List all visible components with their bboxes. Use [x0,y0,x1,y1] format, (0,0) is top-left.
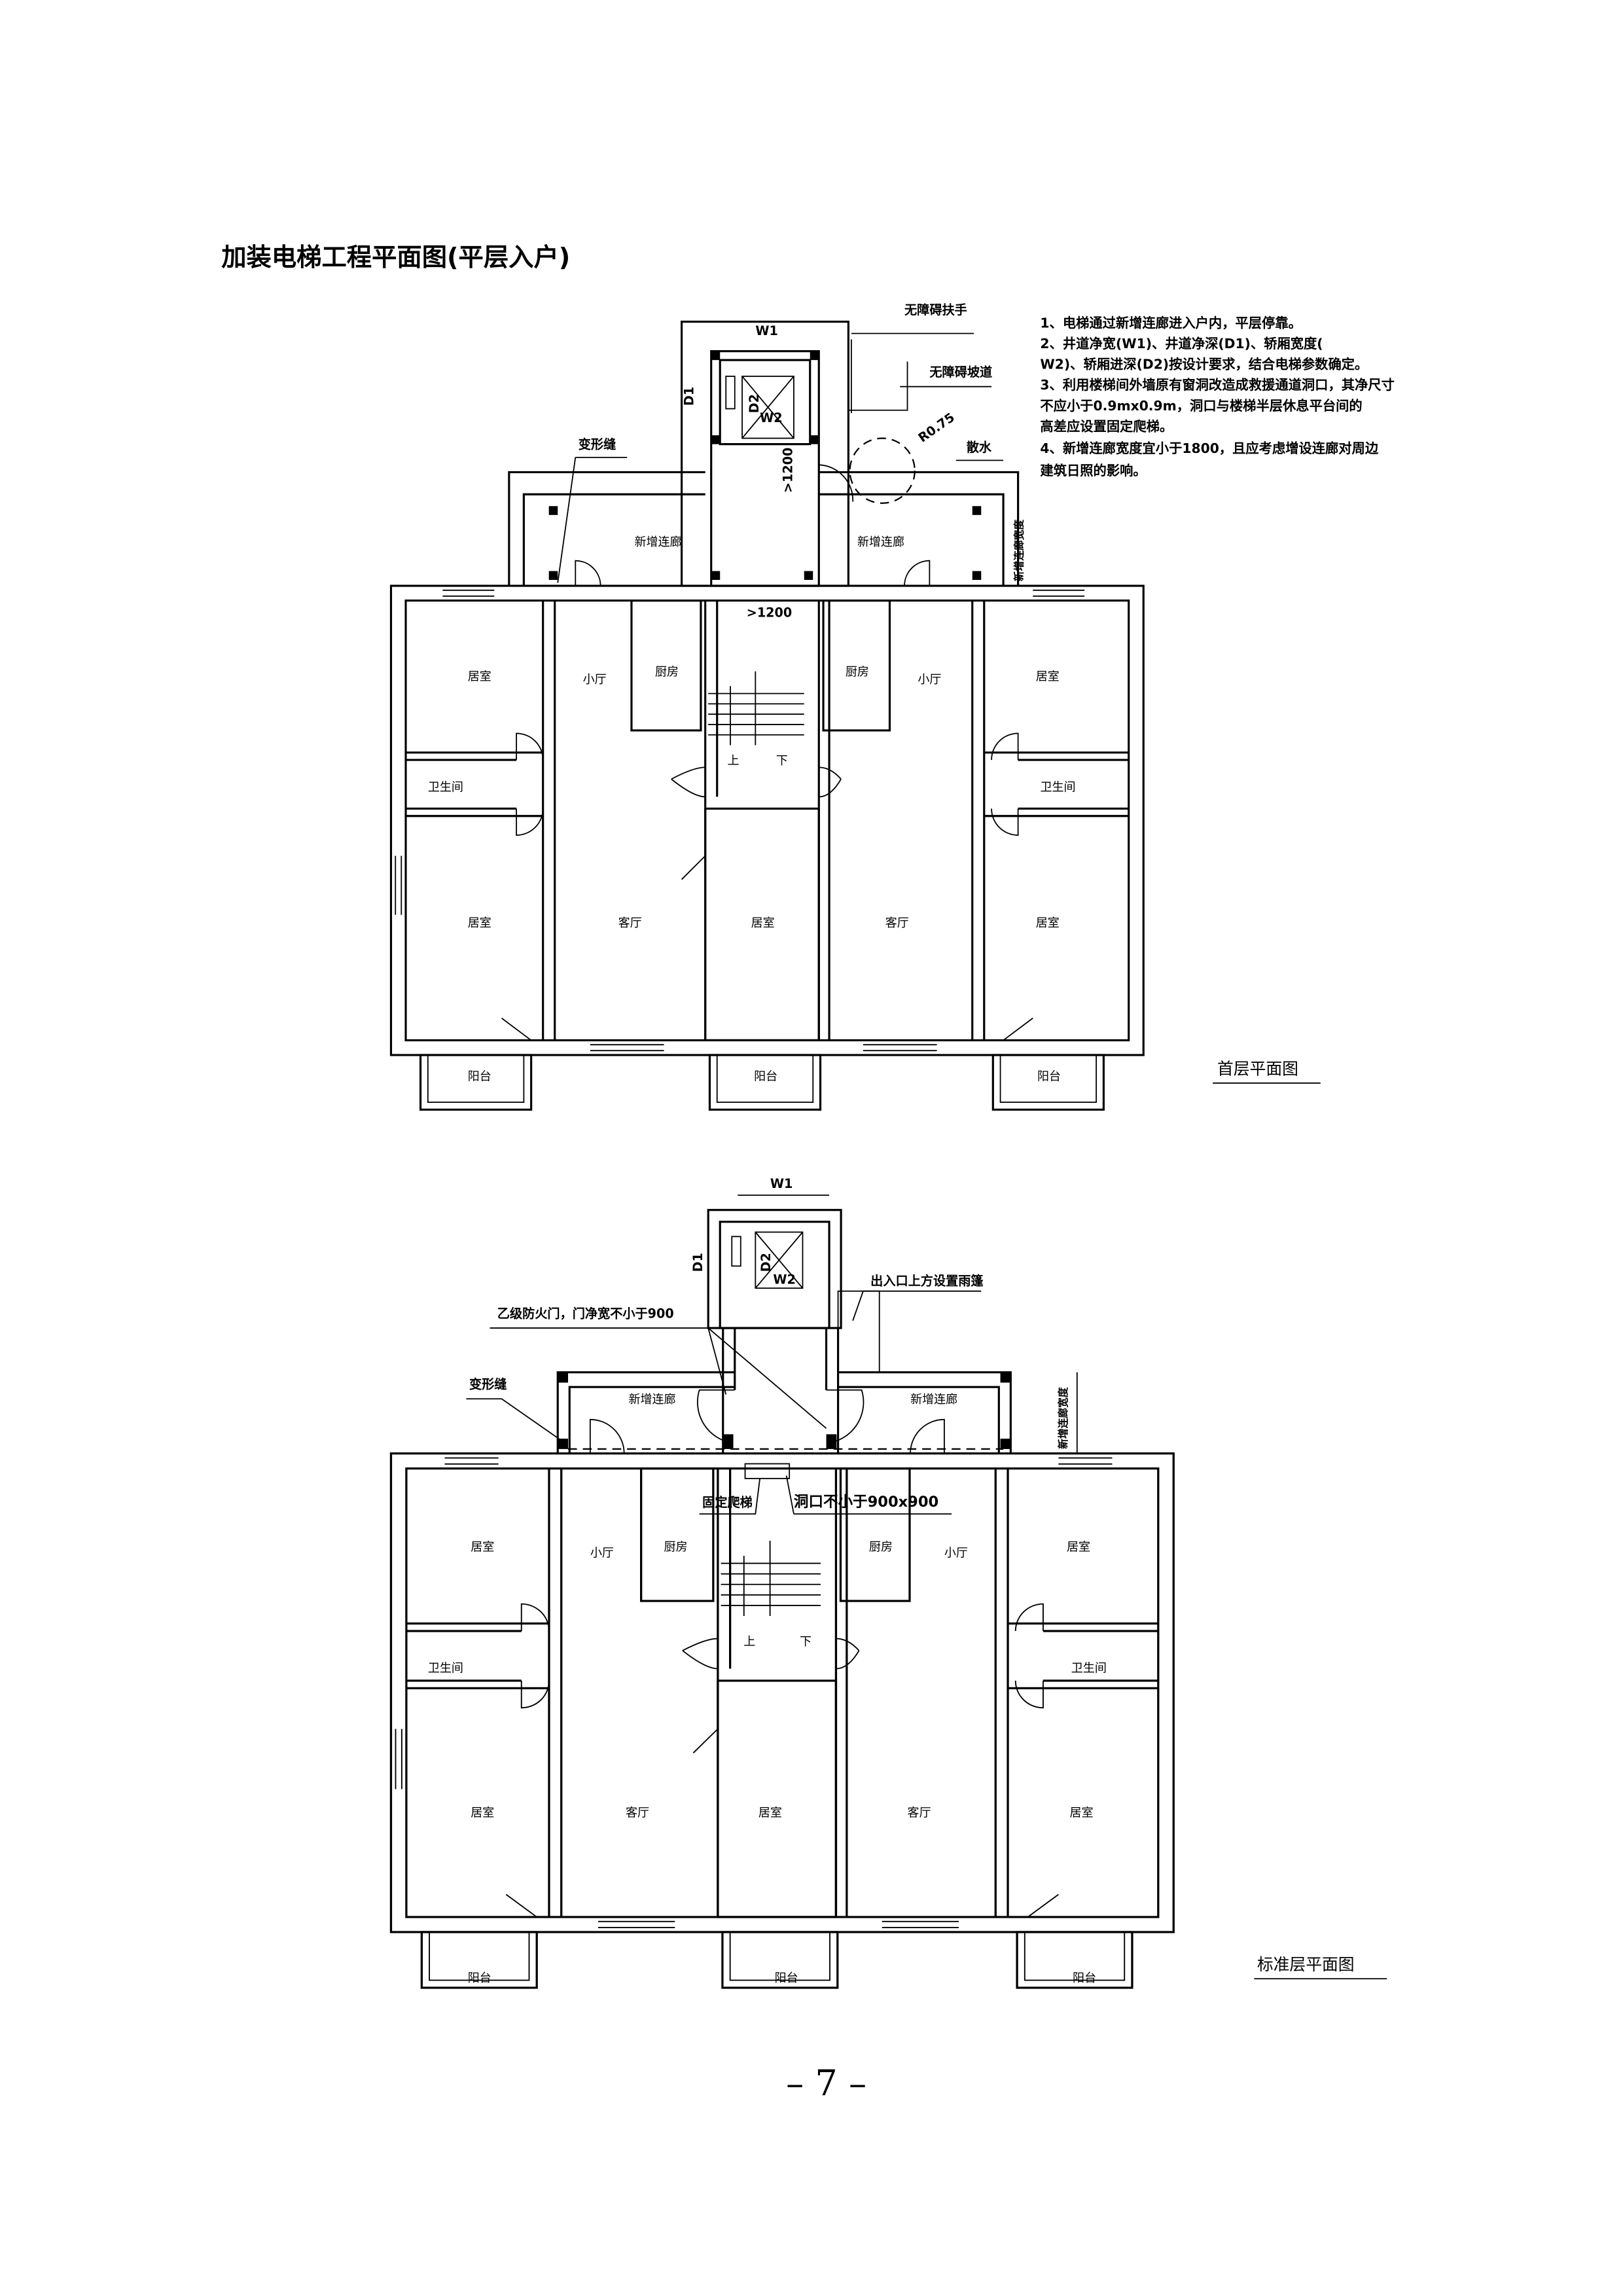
dim-clearance-horizontal: >1200 [747,605,792,620]
room-label: 居室 [471,1540,494,1554]
room-label: 卫生间 [428,1661,463,1675]
room-label: 厨房 [655,666,679,679]
room-label: 厨房 [664,1540,688,1554]
label-handrail: 无障碍扶手 [904,302,967,317]
label-expansion-joint: 变形缝 [579,437,616,452]
label-ramp: 无障碍坡道 [929,365,993,380]
label-expansion-joint: 变形缝 [469,1376,507,1391]
label-corridor-width: 新增连廊宽度 [1012,519,1025,581]
note-line: 建筑日照的影响。 [1040,463,1146,478]
room-label: 阳台 [775,1971,798,1985]
room-label: 居室 [1070,1806,1094,1820]
room-label: 阳台 [468,1069,491,1083]
note-line: W2)、轿厢进深(D2)按设计要求，结合电梯参数确定。 [1040,357,1368,372]
label-corridor-width: 新增连廊宽度 [1057,1387,1069,1449]
room-label: 小厅 [944,1546,968,1560]
plan-caption: 首层平面图 [1217,1059,1298,1078]
room-label: 居室 [468,670,491,683]
room-label: 居室 [471,1806,494,1820]
label-apron: 散水 [967,440,992,455]
standard-floor-plan: W1 D1 D2 W2 出入口上方设置雨篷 乙级防火门，门净宽不小于900 变形… [389,1176,1387,1989]
stair-down-label: 下 [800,1635,812,1649]
dim-w1: W1 [755,323,777,338]
room-label: 卫生间 [1071,1661,1107,1675]
drawing-title: 加装电梯工程平面图(平层入户) [221,243,570,272]
label-canopy: 出入口上方设置雨篷 [870,1274,984,1289]
room-label: 小厅 [918,673,941,687]
room-label: 阳台 [1037,1069,1061,1083]
note-line: 3、利用楼梯间外墙原有窗洞改造成救援通道洞口，其净尺寸 [1040,377,1394,393]
dim-d1: D1 [682,387,697,406]
room-label: 阳台 [468,1971,491,1985]
stair-up-label: 上 [728,754,740,768]
room-label: 居室 [468,916,491,930]
room-label: 厨房 [846,666,869,679]
room-label: 居室 [1036,916,1060,930]
note-line: 1、电梯通过新增连廊进入户内，平层停靠。 [1040,315,1301,331]
room-label: 客厅 [908,1806,931,1820]
page-number: – 7 – [786,2062,866,2104]
room-label: 客厅 [618,916,642,930]
room-label: 阳台 [754,1069,777,1083]
room-label: 客厅 [885,916,909,930]
room-label: 小厅 [583,673,607,687]
stair-up-label: 上 [743,1635,755,1649]
room-label: 卫生间 [1040,780,1075,794]
room-label: 新增连廊 [910,1393,957,1407]
note-line: 不应小于0.9mx0.9m，洞口与楼梯半层休息平台间的 [1040,398,1362,414]
room-label: 阳台 [1073,1971,1096,1985]
room-label: 居室 [751,916,775,930]
note-line: 2、井道净宽(W1)、井道净深(D1)、轿厢宽度( [1040,336,1323,351]
room-label: 居室 [758,1806,782,1820]
dim-w2: W2 [760,410,782,425]
room-label: 新增连廊 [628,1393,675,1407]
room-label: 新增连廊 [635,535,682,549]
dim-d2: D2 [758,1253,774,1272]
dim-w2: W2 [773,1272,795,1287]
dim-w1: W1 [770,1176,793,1191]
label-fixed-ladder: 固定爬梯 [702,1495,753,1510]
note-line: 4、新增连廊宽度宜小于1800，且应考虑增设连廊对周边 [1040,440,1378,456]
stair-down-label: 下 [776,754,788,768]
dim-clearance-vertical: >1200 [781,448,796,493]
room-label: 居室 [1067,1540,1090,1554]
note-line: 高差应设置固定爬梯。 [1040,418,1173,434]
dim-d2: D2 [747,394,762,413]
label-rescue-opening: 洞口不小于900x900 [794,1494,938,1511]
plan-caption: 标准层平面图 [1257,1955,1355,1974]
label-radius: R0.75 [916,410,957,445]
room-label: 新增连廊 [857,535,904,549]
label-fire-door: 乙级防火门，门净宽不小于900 [497,1306,674,1321]
dim-d1: D1 [690,1253,705,1272]
room-label: 厨房 [869,1540,893,1554]
room-label: 客厅 [626,1806,649,1820]
design-notes: 1、电梯通过新增连廊进入户内，平层停靠。 2、井道净宽(W1)、井道净深(D1)… [1040,315,1394,478]
room-label: 小厅 [590,1546,614,1560]
room-label: 居室 [1036,670,1060,683]
ground-floor-plan: W1 D1 D2 W2 >1200 >1200 无障碍扶手 无障碍坡道 R0.7… [389,302,1321,1111]
room-label: 卫生间 [428,780,463,794]
